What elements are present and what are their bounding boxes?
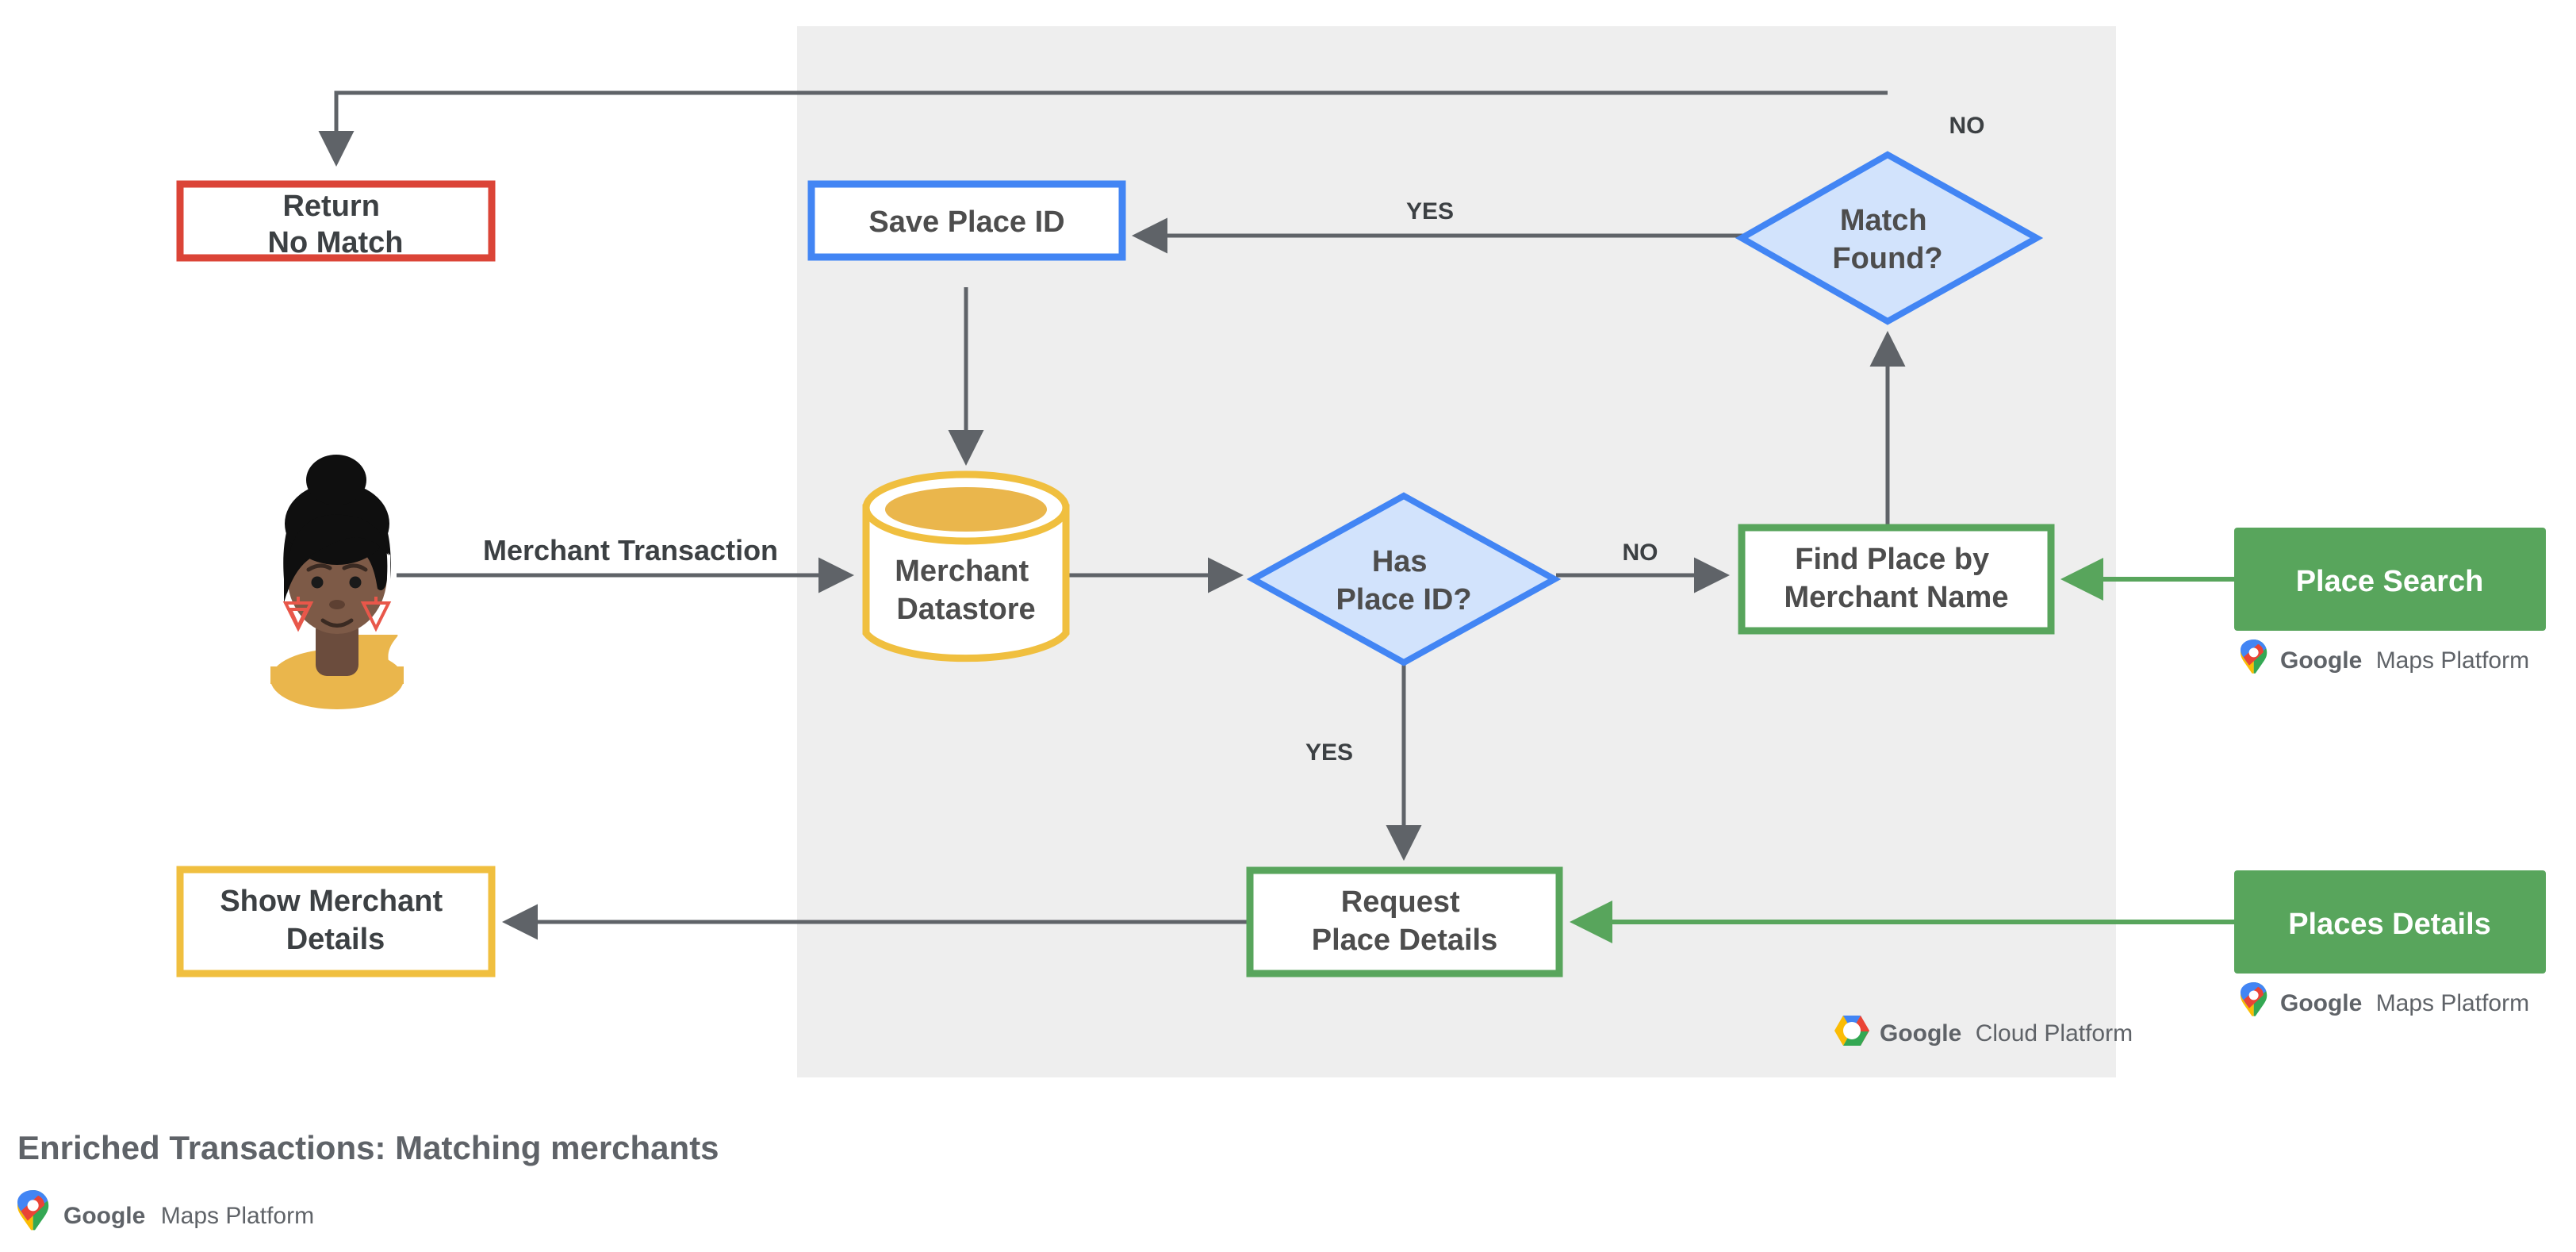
merchant-customer-avatar bbox=[270, 455, 404, 709]
node-match-found[interactable]: Match Found? bbox=[1735, 151, 2044, 325]
find-place-label: Find Place by Merchant Name bbox=[1784, 543, 2009, 614]
merchant-datastore-line2: Datastore bbox=[896, 593, 1035, 626]
match-found-label: Match Found? bbox=[1832, 204, 1942, 275]
label-merchant-transaction: Merchant Transaction bbox=[483, 534, 778, 566]
label-has-place-id-no: NO bbox=[1623, 540, 1658, 566]
node-request-place-details[interactable]: Request Place Details bbox=[1246, 866, 1563, 977]
gmp-logo-places-details: Google Maps Platform bbox=[2241, 982, 2529, 1016]
gcp-logo: Google Cloud Platform bbox=[1834, 1016, 2133, 1047]
show-merchant-details-label: Show Merchant Details bbox=[220, 885, 450, 956]
node-find-place-by-merchant-name[interactable]: Find Place by Merchant Name bbox=[1738, 524, 2055, 635]
connector-layer bbox=[318, 90, 1906, 940]
gmp-suffix-word: Maps Platform bbox=[161, 1203, 314, 1229]
gcp-google-word: Google bbox=[1880, 1020, 1961, 1047]
label-match-found-no: NO bbox=[1949, 113, 1985, 139]
return-no-match-line2: No Match bbox=[268, 226, 404, 259]
merchant-datastore-label: Merchant Datastore bbox=[895, 555, 1037, 626]
gcp-logo-text: Google Cloud Platform bbox=[1880, 1020, 2133, 1047]
gmp-logo-text: Google Maps Platform bbox=[2280, 990, 2529, 1016]
label-match-found-yes: YES bbox=[1406, 198, 1454, 225]
request-place-details-label: Request Place Details bbox=[1312, 885, 1497, 957]
maps-pin-icon bbox=[2241, 982, 2267, 1016]
gmp-logo-place-search: Google Maps Platform bbox=[2241, 639, 2529, 674]
page-title: Enriched Transactions: Matching merchant… bbox=[17, 1129, 719, 1166]
gmp-google-word: Google bbox=[63, 1203, 145, 1229]
button-places-details[interactable]: Places Details bbox=[2234, 870, 2546, 974]
node-return-no-match[interactable]: Return No Match bbox=[176, 180, 496, 262]
show-merchant-details-line1: Show Merchant bbox=[220, 885, 443, 918]
match-found-line2: Found? bbox=[1832, 242, 1942, 275]
show-merchant-details-line2: Details bbox=[286, 923, 385, 956]
request-place-details-line2: Place Details bbox=[1312, 924, 1497, 957]
has-place-id-line2: Place ID? bbox=[1336, 583, 1471, 616]
label-has-place-id-yes: YES bbox=[1305, 739, 1353, 766]
return-no-match-line1: Return bbox=[282, 190, 379, 223]
node-has-place-id[interactable]: Has Place ID? bbox=[1246, 492, 1562, 666]
gmp-suffix-word: Maps Platform bbox=[2376, 990, 2529, 1016]
gmp-logo-text: Google Maps Platform bbox=[2280, 647, 2529, 674]
has-place-id-line1: Has bbox=[1372, 545, 1428, 578]
gmp-google-word: Google bbox=[2280, 990, 2362, 1016]
edge-match-found-no bbox=[318, 90, 1888, 167]
places-details-label: Places Details bbox=[2288, 908, 2491, 941]
gmp-google-word: Google bbox=[2280, 647, 2362, 674]
node-show-merchant-details[interactable]: Show Merchant Details bbox=[176, 866, 496, 977]
merchant-datastore-line1: Merchant bbox=[895, 555, 1029, 588]
find-place-line2: Merchant Name bbox=[1784, 581, 2009, 614]
find-place-line1: Find Place by bbox=[1795, 543, 1989, 576]
button-place-search[interactable]: Place Search bbox=[2234, 528, 2546, 631]
place-search-label: Place Search bbox=[2296, 565, 2484, 598]
node-save-place-id[interactable]: Save Place ID bbox=[807, 180, 1126, 261]
product-connector-layer bbox=[1570, 558, 2234, 943]
gcp-suffix-word: Cloud Platform bbox=[1976, 1020, 2133, 1047]
gmp-suffix-word: Maps Platform bbox=[2376, 647, 2529, 674]
save-place-id-label: Save Place ID bbox=[868, 205, 1064, 239]
cloud-hexagon-icon bbox=[1834, 1016, 1869, 1046]
maps-pin-icon bbox=[17, 1190, 49, 1231]
match-found-line1: Match bbox=[1840, 204, 1927, 237]
gmp-logo-footer: Google Maps Platform bbox=[17, 1190, 314, 1231]
has-place-id-label: Has Place ID? bbox=[1336, 545, 1471, 616]
request-place-details-line1: Request bbox=[1341, 885, 1460, 919]
gmp-logo-text: Google Maps Platform bbox=[63, 1203, 314, 1229]
maps-pin-icon bbox=[2241, 639, 2267, 674]
return-no-match-label-line1: Return No Match bbox=[268, 190, 404, 259]
node-merchant-datastore[interactable]: Merchant Datastore bbox=[862, 470, 1070, 662]
